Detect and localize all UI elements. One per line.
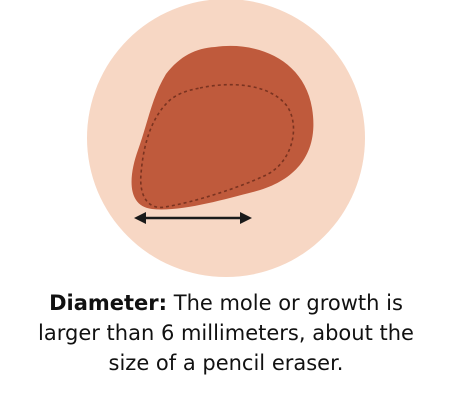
mole-diameter-illustration — [87, 0, 365, 277]
caption-text: The mole or growth is larger than 6 mill… — [38, 291, 414, 375]
arrow-head-right — [240, 212, 252, 224]
diameter-arrow — [134, 212, 252, 224]
mole-outline-dashed — [139, 83, 295, 209]
arrow-head-left — [134, 212, 146, 224]
caption-term: Diameter: — [49, 291, 168, 315]
caption: Diameter: The mole or growth is larger t… — [30, 288, 422, 378]
mole-shape — [131, 45, 314, 210]
